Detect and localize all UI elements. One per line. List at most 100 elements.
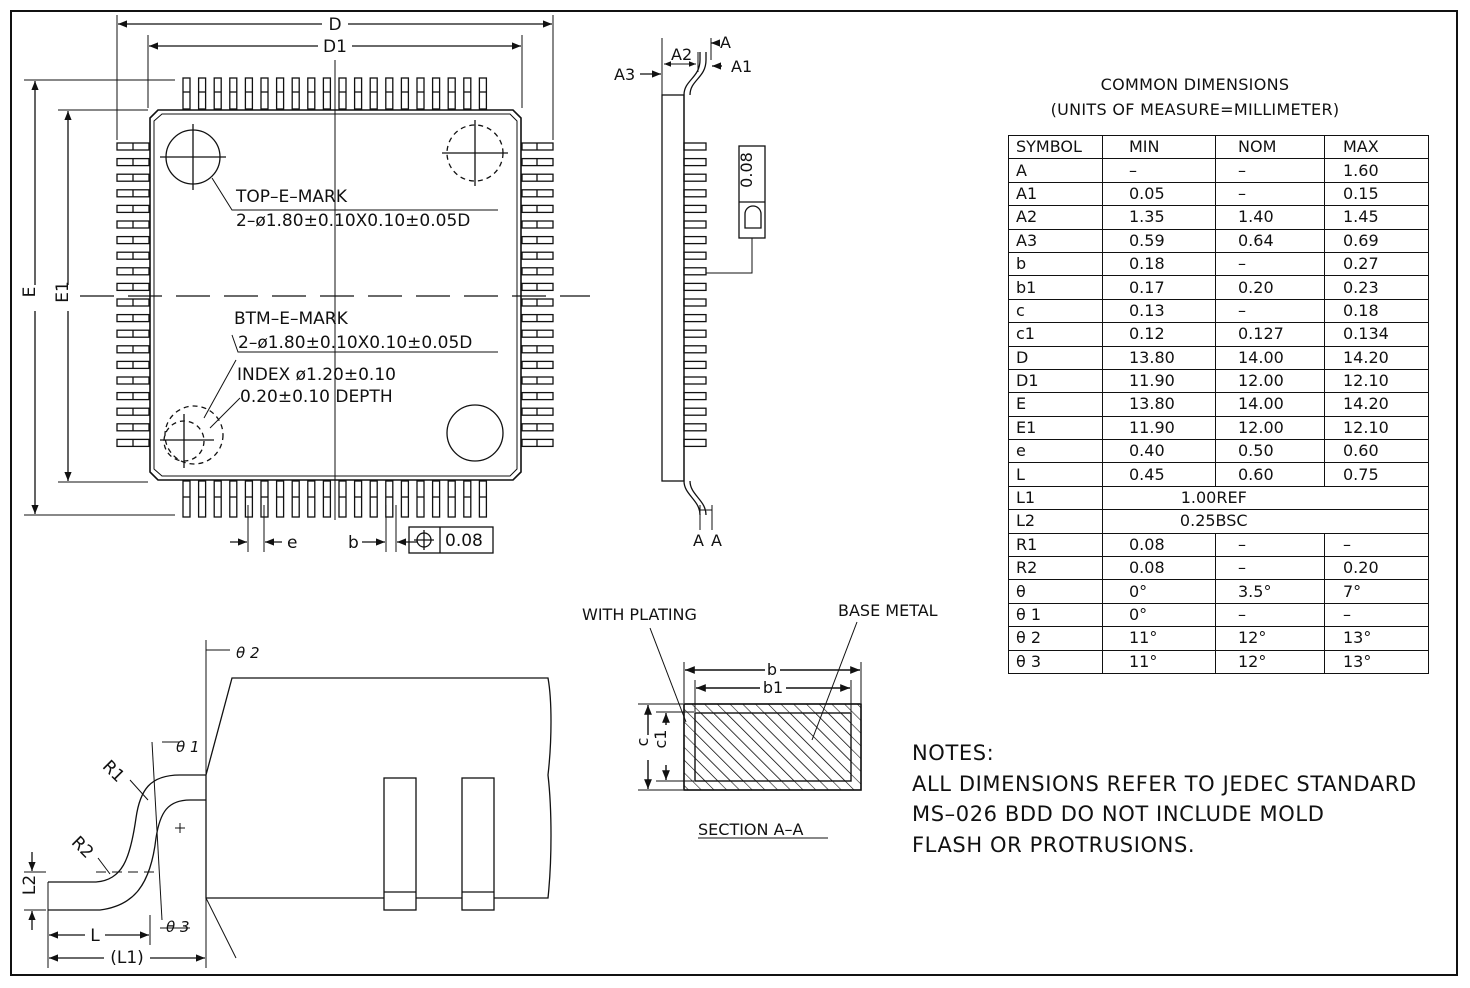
lead: [307, 480, 316, 518]
section-dim-c1: c1: [651, 730, 670, 749]
lead: [275, 77, 285, 110]
value-cell: 13°: [1324, 626, 1429, 651]
symbol-cell: θ 2: [1008, 626, 1103, 651]
lead: [683, 235, 707, 245]
value-cell: 0.127: [1215, 322, 1325, 347]
value-cell: –: [1324, 532, 1429, 558]
top-view-labels: D D1 E E1 TOP–E–MARK 2–ø1.80±0.10X0.10±0…: [20, 15, 483, 553]
value-cell: 12.10: [1324, 415, 1429, 441]
value-cell: 0.40: [1102, 439, 1216, 464]
dim-E-label: E: [20, 287, 40, 298]
value-cell: 0.75: [1324, 462, 1429, 487]
lead: [338, 480, 347, 518]
symbol-cell: D: [1008, 345, 1103, 370]
position-tolerance-frame: [408, 526, 494, 554]
symbol-cell: A: [1008, 158, 1103, 183]
value-cell: 0.18: [1102, 251, 1216, 277]
lead: [416, 480, 425, 518]
symbol-cell: A1: [1008, 181, 1103, 207]
value-cell: 0.27: [1324, 251, 1429, 277]
dim-D-label: D: [328, 15, 341, 35]
value-cell: 12.10: [1324, 368, 1429, 394]
top-leads: [182, 77, 488, 110]
side-body: [661, 94, 685, 482]
lead: [197, 77, 207, 110]
value-cell: 11°: [1102, 649, 1216, 674]
symbol-cell: R1: [1008, 532, 1103, 558]
dim-b-label: b: [348, 533, 359, 553]
lead: [478, 77, 488, 110]
lead: [478, 480, 488, 518]
lead: [275, 480, 285, 518]
value-cell: 0.13: [1102, 298, 1216, 324]
value-cell: 0.18: [1324, 298, 1429, 324]
symbol-cell: D1: [1008, 368, 1103, 394]
lead: [683, 313, 707, 323]
top-mark-label: TOP–E–MARK: [235, 187, 348, 207]
value-cell: –: [1215, 251, 1325, 277]
lead: [260, 77, 269, 110]
btm-mark-circle: [446, 404, 504, 462]
coplanarity-value: 0.08: [737, 152, 756, 188]
value-cell: 14.00: [1215, 392, 1325, 417]
lead: [683, 173, 707, 182]
side-view: [640, 38, 766, 530]
value-cell: 12.00: [1215, 368, 1325, 394]
lead: [291, 480, 300, 518]
lead: [369, 77, 378, 110]
dim-A2-label: A2: [671, 45, 692, 64]
lead: [683, 345, 707, 354]
section-mark-left: A: [693, 531, 704, 550]
value-cell: –: [1324, 602, 1429, 628]
dim-A-label: A: [720, 33, 731, 52]
section-view: [638, 621, 862, 839]
lead: [683, 204, 707, 214]
value-cell: 0.12: [1102, 322, 1216, 347]
lead: [400, 77, 410, 110]
section-labels: WITH PLATING BASE METAL b b1 c c1 SECTIO…: [582, 601, 938, 839]
lead: [197, 480, 207, 518]
value-cell: 0.08: [1102, 532, 1216, 558]
r1-label: R1: [98, 757, 128, 787]
value-cell: 1.40: [1215, 205, 1325, 230]
lead: [683, 189, 707, 198]
value-cell: 12°: [1215, 626, 1325, 651]
theta1-label: θ 1: [176, 738, 200, 756]
lead: [431, 77, 441, 110]
value-cell: 0.15: [1324, 181, 1429, 207]
base-metal: [694, 712, 852, 782]
column-header: MIN: [1102, 134, 1216, 160]
column-header: MAX: [1324, 134, 1429, 160]
lead: [213, 77, 222, 110]
top-view: [24, 15, 590, 554]
lead-detail: [24, 640, 552, 968]
lead: [463, 77, 472, 110]
value-cell: 11.90: [1102, 415, 1216, 441]
lead: [353, 480, 363, 518]
lead: [447, 480, 456, 518]
lead: [400, 480, 410, 518]
section-caption: SECTION A–A: [698, 820, 804, 839]
dim-E1-label: E1: [53, 281, 73, 303]
column-header: SYMBOL: [1008, 134, 1103, 160]
r2-label: R2: [67, 833, 97, 863]
lead: [683, 298, 707, 307]
section-dim-b: b: [767, 660, 777, 679]
lead: [683, 407, 707, 416]
btm-mark-label: BTM–E–MARK: [234, 309, 349, 329]
symbol-cell: e: [1008, 439, 1103, 464]
